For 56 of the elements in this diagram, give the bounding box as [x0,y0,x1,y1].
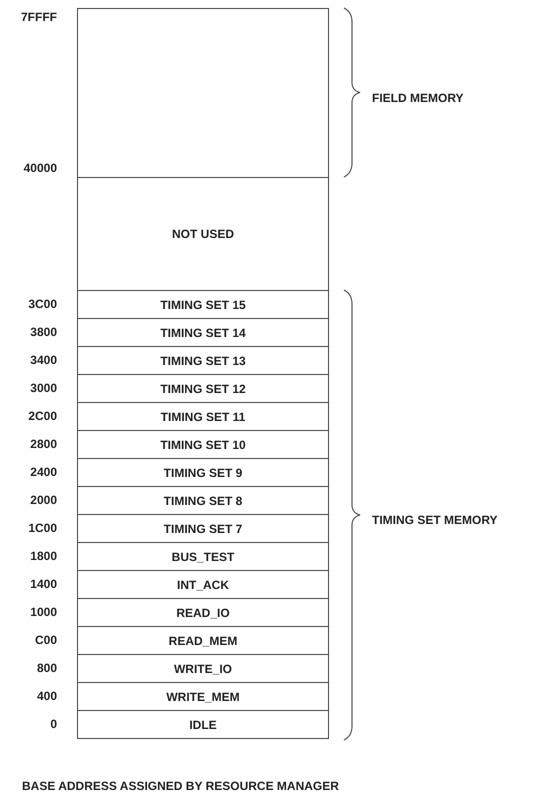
memory-row [77,654,329,683]
memory-row [77,570,329,599]
memory-row [77,626,329,655]
region-label: TIMING SET 14 [160,326,246,340]
memory-row [77,430,329,459]
footnote: BASE ADDRESS ASSIGNED BY RESOURCE MANAGER [22,779,339,793]
address-label: 0 [50,717,57,731]
memory-row [77,318,329,347]
address-label: 400 [36,689,57,703]
region-label: TIMING SET 9 [164,466,242,480]
address-label: 2000 [30,493,57,507]
address-label: 1C00 [28,521,57,535]
memory-row [77,290,329,319]
address-label: 1800 [30,549,57,563]
memory-row [77,710,329,739]
bracket-label: FIELD MEMORY [372,91,464,105]
region-label: NOT USED [172,227,234,241]
region-label: WRITE_IO [174,662,232,676]
memory-row [77,458,329,487]
address-label: 2C00 [28,409,57,423]
address-label: 2800 [30,437,57,451]
memory-row [77,374,329,403]
region-label: TIMING SET 12 [160,382,246,396]
memory-row [77,598,329,627]
region-label: TIMING SET 7 [164,522,242,536]
region-label: BUS_TEST [172,550,234,564]
region-label: TIMING SET 11 [160,410,246,424]
address-label: 3400 [30,353,57,367]
region-label: TIMING SET 8 [164,494,242,508]
region-label: IDLE [189,718,217,732]
memory-row [77,402,329,431]
address-label: 1000 [30,605,57,619]
memory-region-box [77,8,329,178]
region-label: TIMING SET 13 [160,354,246,368]
address-label: C00 [34,633,57,647]
address-label: 1400 [30,577,57,591]
region-label: READ_MEM [168,634,238,648]
address-label: 3000 [30,381,57,395]
memory-row [77,542,329,571]
region-label: WRITE_MEM [166,690,240,704]
address-label: 7FFFF [21,10,57,24]
memory-row [77,346,329,375]
address-label: 3800 [30,325,57,339]
memory-row [77,514,329,543]
address-label: 3C00 [28,297,57,311]
address-label: 2400 [30,465,57,479]
memory-row [77,682,329,711]
bracket-label: TIMING SET MEMORY [372,513,498,527]
address-label: 800 [36,661,57,675]
address-label: 40000 [24,161,57,175]
memory-region-box [77,177,329,291]
region-label: TIMING SET 10 [160,438,246,452]
memory-row [77,486,329,515]
region-label: INT_ACK [176,578,229,592]
region-label: READ_IO [176,606,230,620]
region-label: TIMING SET 15 [160,298,246,312]
